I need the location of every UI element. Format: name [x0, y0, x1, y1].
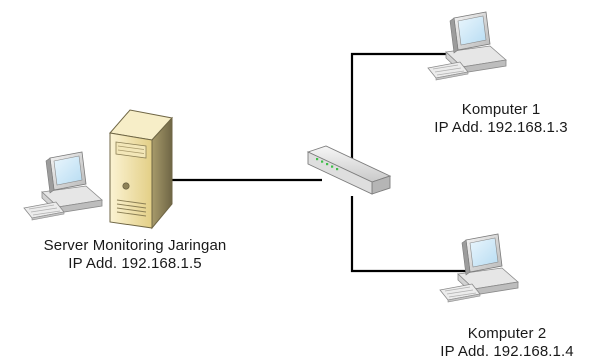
- desktop-computer-icon: [427, 11, 507, 81]
- server-label: Server Monitoring Jaringan IP Add. 192.1…: [0, 237, 270, 273]
- pc2-label: Komputer 2 IP Add. 192.168.1.4: [412, 325, 602, 361]
- pc1-ip: IP Add. 192.168.1.3: [434, 119, 568, 136]
- link-switch-pc1: [350, 52, 454, 166]
- network-switch-icon: [306, 145, 392, 195]
- pc1-label: Komputer 1 IP Add. 192.168.1.3: [406, 101, 596, 137]
- desktop-computer-icon: [439, 233, 519, 303]
- link-switch-pc2: [350, 196, 472, 273]
- connection-lines: [172, 52, 472, 273]
- pc1-name: Komputer 1: [461, 101, 541, 118]
- server-tower-icon: [109, 109, 173, 230]
- server-name: Server Monitoring Jaringan: [43, 237, 227, 254]
- pc2-ip: IP Add. 192.168.1.4: [440, 343, 574, 360]
- desktop-computer-icon: [23, 151, 103, 221]
- pc2-name: Komputer 2: [467, 325, 547, 342]
- server-ip: IP Add. 192.168.1.5: [68, 255, 202, 272]
